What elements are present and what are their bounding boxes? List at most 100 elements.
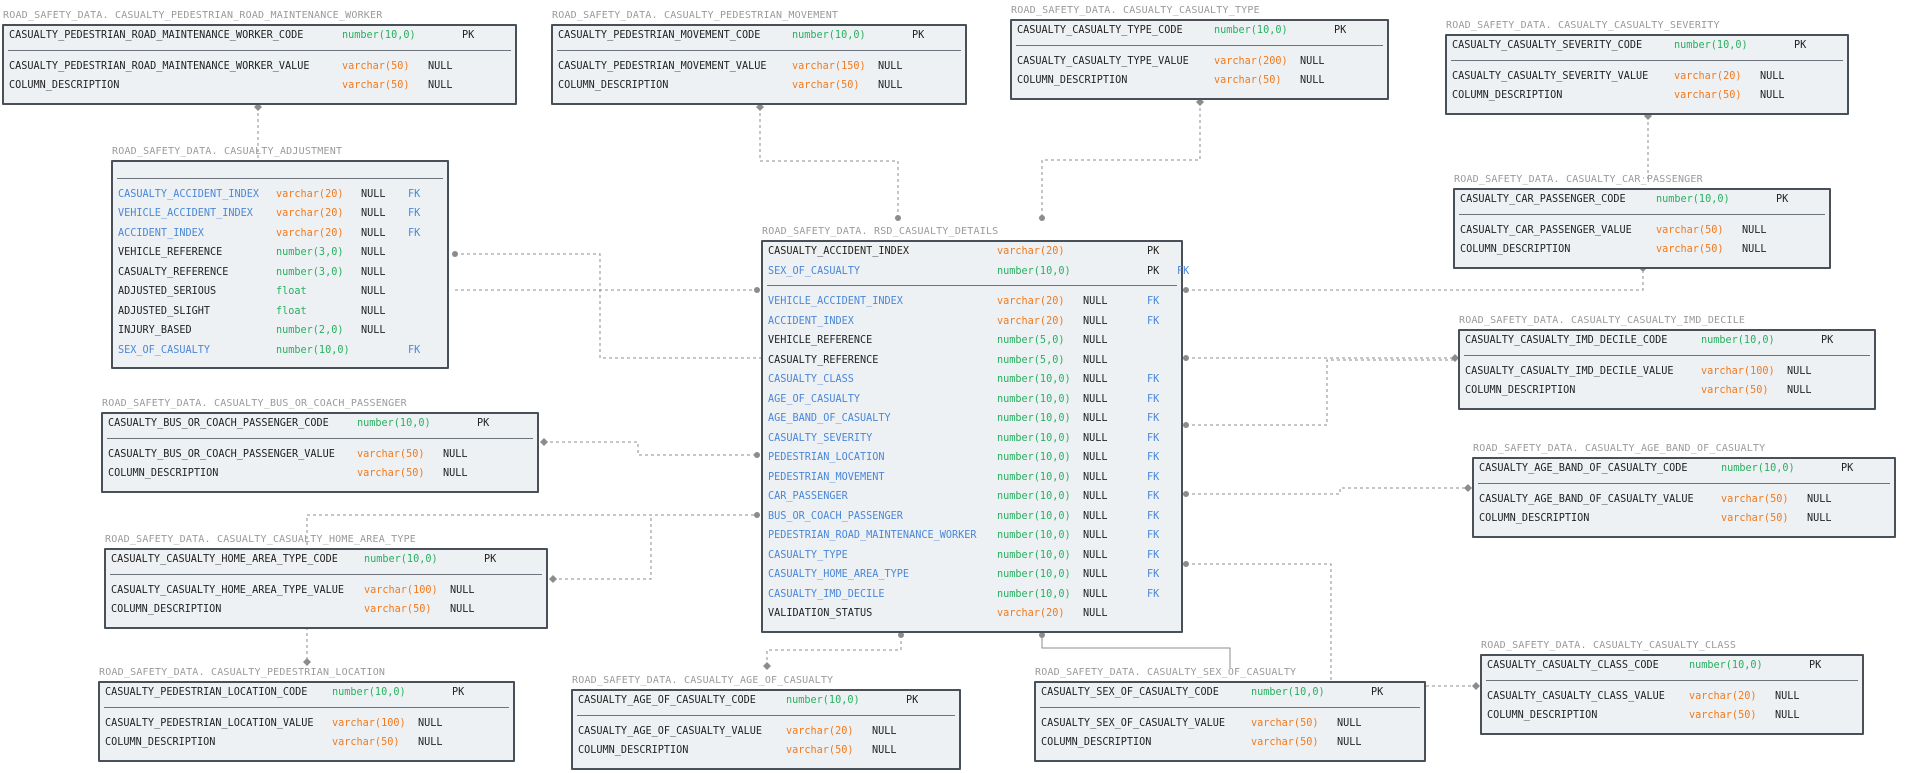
- column-name: CASUALTY_HOME_AREA_TYPE: [768, 569, 910, 580]
- table-cp[interactable]: ROAD_SAFETY_DATA. CASUALTY_CAR_PASSENGER…: [1453, 174, 1831, 269]
- table-pl[interactable]: ROAD_SAFETY_DATA. CASUALTY_PEDESTRIAN_LO…: [98, 667, 515, 762]
- table-age[interactable]: ROAD_SAFETY_DATA. CASUALTY_AGE_OF_CASUAL…: [571, 675, 961, 770]
- column-name: CASUALTY_AGE_BAND_OF_CASUALTY_CODE: [1479, 463, 1688, 474]
- column-type: number(10,0): [997, 374, 1071, 385]
- foreign-key-badge: FK: [1177, 265, 1190, 277]
- table-box: [1010, 19, 1389, 100]
- column-type: varchar(20): [276, 227, 344, 239]
- foreign-key-badge: FK: [1147, 588, 1160, 600]
- column-name: CASUALTY_CASUALTY_CLASS_CODE: [1487, 660, 1659, 671]
- column-row[interactable]: CASUALTY_PEDESTRIAN_ROAD_MAINTENANCE_WOR…: [9, 26, 511, 46]
- key-separator: [1478, 482, 1890, 484]
- table-sex[interactable]: ROAD_SAFETY_DATA. CASUALTY_SEX_OF_CASUAL…: [1034, 667, 1426, 762]
- table-ab[interactable]: ROAD_SAFETY_DATA. CASUALTY_AGE_BAND_OF_C…: [1472, 443, 1896, 538]
- table-ha[interactable]: ROAD_SAFETY_DATA. CASUALTY_CASUALTY_HOME…: [104, 534, 548, 629]
- column-type: varchar(50): [332, 737, 400, 748]
- column-type: number(10,0): [357, 418, 431, 429]
- table-bus[interactable]: ROAD_SAFETY_DATA. CASUALTY_BUS_OR_COACH_…: [101, 398, 539, 493]
- column-name: COLUMN_DESCRIPTION: [558, 80, 669, 91]
- column-name: CASUALTY_ACCIDENT_INDEX: [118, 188, 260, 200]
- table-ct[interactable]: ROAD_SAFETY_DATA. CASUALTY_CASUALTY_TYPE…: [1010, 5, 1389, 100]
- table-prmw[interactable]: ROAD_SAFETY_DATA. CASUALTY_PEDESTRIAN_RO…: [2, 10, 517, 105]
- table-pm[interactable]: ROAD_SAFETY_DATA. CASUALTY_PEDESTRIAN_MO…: [551, 10, 967, 105]
- table-imd[interactable]: ROAD_SAFETY_DATA. CASUALTY_CASUALTY_IMD_…: [1458, 315, 1876, 410]
- column-nullable: NULL: [418, 737, 443, 748]
- table-cs[interactable]: ROAD_SAFETY_DATA. CASUALTY_CASUALTY_SEVE…: [1445, 20, 1849, 115]
- column-type: number(10,0): [1701, 335, 1775, 346]
- foreign-key-badge: FK: [1147, 491, 1160, 502]
- table-cc[interactable]: ROAD_SAFETY_DATA. CASUALTY_CASUALTY_CLAS…: [1480, 640, 1864, 735]
- column-nullable: NULL: [1083, 471, 1108, 483]
- column-row[interactable]: CASUALTY_PEDESTRIAN_ROAD_MAINTENANCE_WOR…: [9, 57, 511, 77]
- column-type: varchar(50): [1251, 737, 1319, 748]
